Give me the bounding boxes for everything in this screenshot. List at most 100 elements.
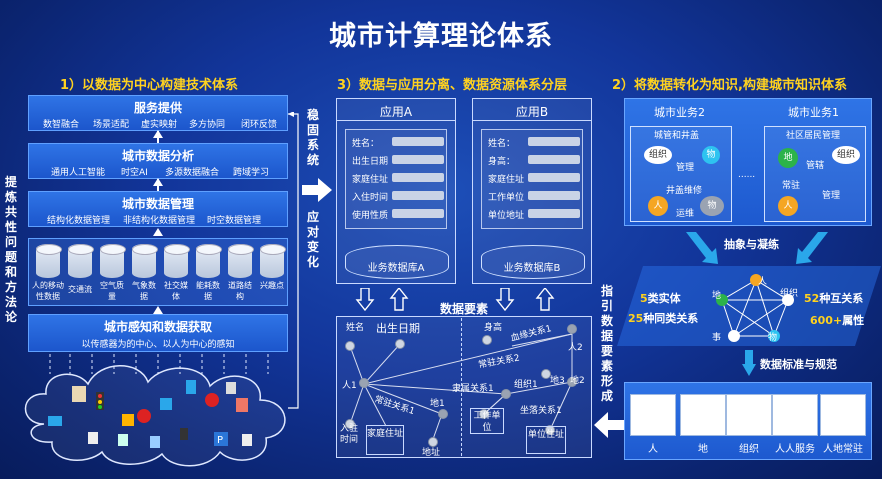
biz1-entity-a: 地	[778, 148, 798, 168]
management-item: 时空数据管理	[207, 216, 262, 226]
service-layer-title: 服务提供	[133, 101, 182, 115]
biz2-rel1: 管理	[676, 163, 695, 173]
feedback-loop-line	[288, 112, 299, 409]
ellipsis: ......	[738, 170, 756, 180]
biz2-entity-d: 物	[700, 196, 724, 216]
middle-heading: 3）数据与应用分离、数据资源体系分层	[337, 78, 568, 93]
wifi-icon	[226, 382, 236, 394]
sensor-cloud: P	[24, 354, 286, 467]
table-label: 地	[698, 444, 708, 455]
graph-node-label: 组织	[780, 289, 799, 299]
node-icon	[567, 324, 577, 334]
db-b-label: 业务数据库B	[503, 263, 561, 274]
no-entry-icon	[137, 409, 151, 423]
form-field-label: 家庭住址	[488, 175, 525, 185]
biz1-title: 城市业务1	[788, 106, 839, 119]
dataset-label: 气象数据	[132, 281, 156, 301]
service-item: 闭环反馈	[241, 120, 278, 130]
graph-node-label: 物	[768, 333, 778, 343]
sensing-layer: 城市感知和数据获取 以传感器为的中心、以人为中心的感知	[28, 314, 288, 352]
app-b-title: 应用B	[515, 105, 549, 119]
app-a-panel: 应用A 姓名： 出生日期 家庭住址 入住时间 使用性质 业务数据库A	[336, 98, 456, 284]
left-side-label: 提炼共性问题和方法论	[4, 175, 17, 324]
table-label: 人人服务	[775, 444, 815, 455]
biz2-rel3: 运维	[676, 209, 695, 219]
analysis-item: 跨域学习	[233, 168, 270, 178]
biz1-sub: 社区居民管理	[786, 131, 841, 141]
element-box: 家庭住址	[366, 425, 404, 455]
app-a-form: 姓名： 出生日期 家庭住址 入住时间 使用性质	[345, 129, 447, 229]
element-label: 人2	[568, 343, 583, 353]
db-b-cylinder	[481, 245, 585, 279]
element-label: 身高	[484, 323, 503, 333]
svg-text:P: P	[217, 435, 223, 446]
dataset-label: 人的移动性数据	[32, 281, 64, 301]
graph-attr-num: 600+	[810, 314, 843, 327]
element-box: 工作单位	[470, 408, 504, 434]
node-icon	[545, 425, 555, 435]
graph-same-text: 种同类关系	[643, 312, 699, 325]
biz1-rel2: 常驻	[782, 181, 801, 191]
node-icon	[345, 341, 355, 351]
analysis-layer: 城市数据分析 通用人工智能 时空AI 多源数据融合 跨域学习	[28, 143, 288, 179]
form-field-label: 姓名：	[488, 139, 516, 149]
form-field-label: 使用性质	[352, 211, 389, 221]
form-field-label: 入住时间	[352, 193, 389, 203]
dataset-cylinder-icon	[132, 244, 158, 278]
abstract-arrows	[686, 232, 828, 264]
form-field-label: 单位地址	[488, 211, 525, 221]
form-field-label: 出生日期	[352, 157, 389, 167]
camera-icon	[242, 434, 252, 446]
dataset-cylinder-icon	[260, 244, 286, 278]
biz1-entity-b: 组织	[832, 146, 860, 164]
left-heading: 1）以数据为中心构建技术体系	[60, 78, 239, 93]
parking-icon	[214, 432, 228, 446]
node-icon	[428, 437, 438, 447]
sensing-layer-title: 城市感知和数据获取	[103, 320, 212, 334]
node-icon	[479, 409, 489, 419]
double-arrows	[355, 288, 555, 312]
element-label: 组织1	[514, 380, 538, 390]
element-label: 坐落关系1	[520, 406, 562, 416]
element-label: 地1	[430, 399, 445, 409]
dataset-cylinder-icon	[196, 244, 222, 278]
phone-icon	[88, 432, 98, 444]
table-icon	[630, 394, 676, 436]
standards-label: 数据标准与规范	[760, 358, 837, 371]
graph-rel-num: 52	[804, 292, 820, 305]
biz2-entity-c: 人	[648, 196, 668, 216]
node-icon	[541, 369, 551, 379]
graph-entities: 5类实体	[640, 290, 681, 306]
graph-same-num: 25	[628, 312, 644, 325]
element-label: 入驻时间	[340, 424, 359, 445]
stop-sign-icon	[205, 393, 219, 407]
up-arrow-icon	[153, 228, 163, 236]
data-elements-title: 数据要素	[440, 302, 489, 316]
form-field-label: 家庭住址	[352, 175, 389, 185]
table-icon	[820, 394, 866, 436]
table-icon	[680, 394, 726, 436]
walker-icon	[186, 380, 196, 394]
graph-attr: 600+属性	[810, 312, 864, 328]
element-label: 地2	[570, 376, 585, 386]
graph-same: 25种同类关系	[628, 310, 698, 326]
graph-node-label: 地	[712, 291, 722, 301]
biz2-title: 城市业务2	[654, 106, 705, 119]
analysis-item: 多源数据融合	[165, 168, 220, 178]
table-label: 人	[648, 444, 658, 455]
management-item: 结构化数据管理	[47, 216, 111, 226]
right-arrow-icon	[302, 178, 332, 202]
service-item: 场景适配	[93, 120, 130, 130]
service-layer: 服务提供 数智融合 场景适配 虚实映射 多方协同 闭环反馈	[28, 95, 288, 131]
graph-entities-num: 5	[640, 292, 648, 305]
element-label: 出生日期	[376, 322, 420, 335]
guide-label: 指引数据要素形成	[600, 284, 613, 403]
biz1-entity-c: 人	[778, 196, 798, 216]
app-b-panel: 应用B 姓名： 身高： 家庭住址 工作单位 单位地址 业务数据库B	[472, 98, 592, 284]
right-heading: 2）将数据转化为知识,构建城市知识体系	[612, 78, 847, 93]
dataset-label: 兴趣点	[260, 281, 284, 290]
graph-entities-text: 类实体	[647, 292, 681, 305]
dataset-cylinder-icon	[164, 244, 190, 278]
table-icon	[772, 394, 818, 436]
graph-attr-text: 属性	[842, 314, 865, 327]
